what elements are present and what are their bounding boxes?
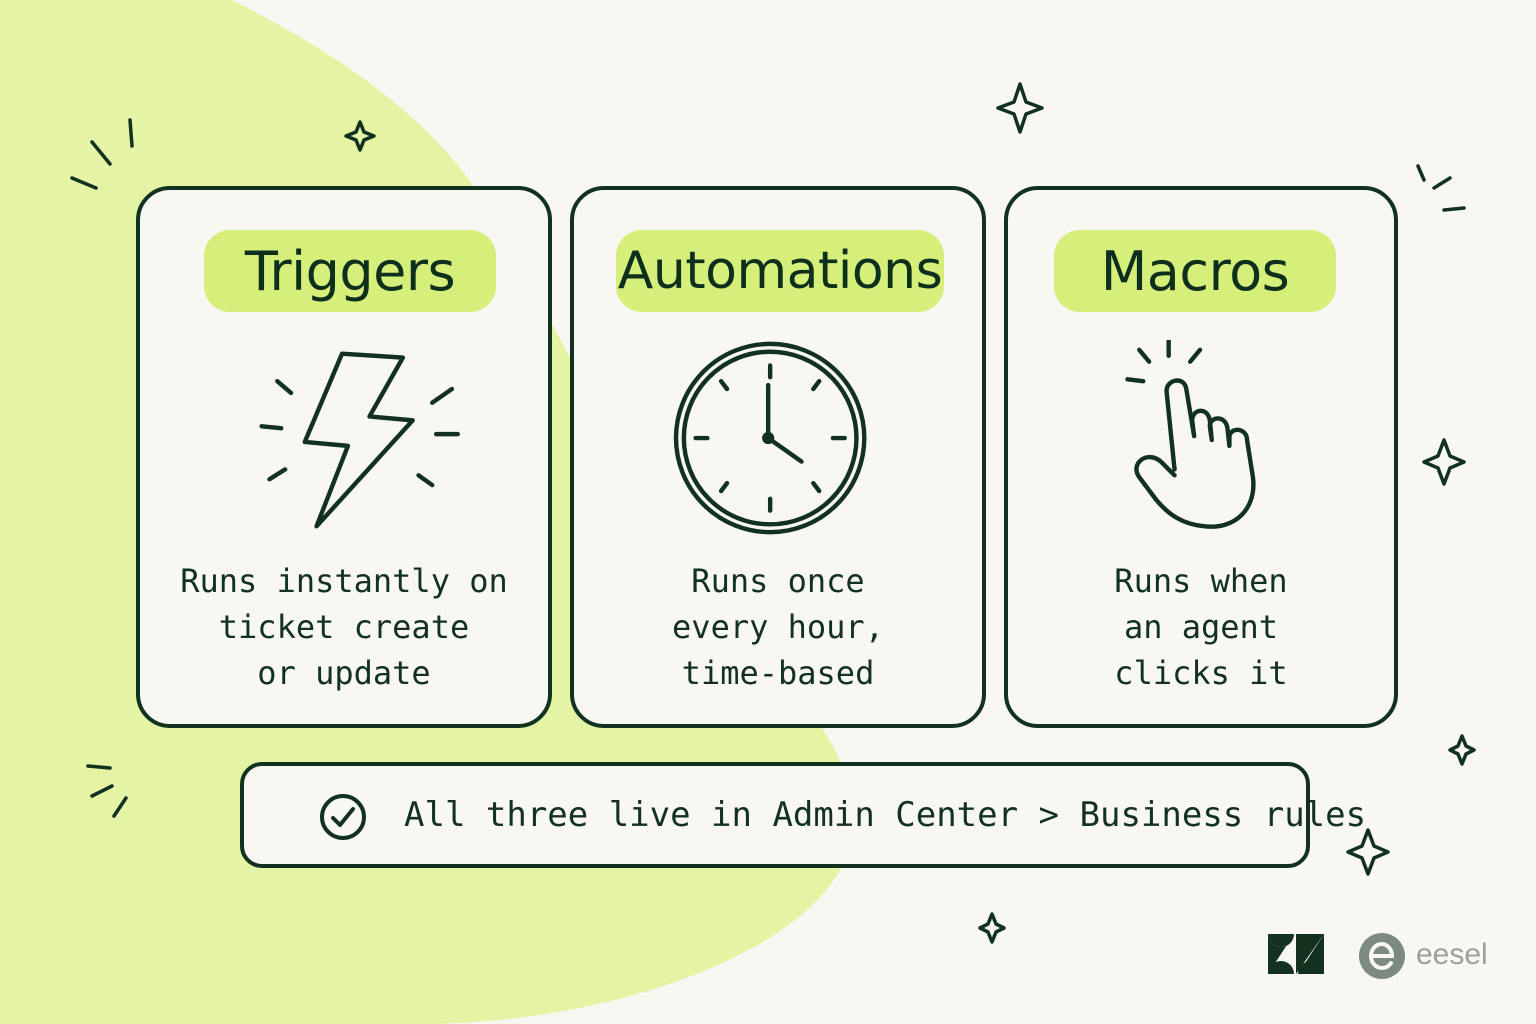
description-line: every hour, (672, 608, 884, 646)
card-macros: Macros Runs when an agent clicks it (1004, 186, 1398, 728)
card-description-triggers: Runs instantly on ticket create or updat… (140, 558, 548, 696)
description-line: Runs once (691, 562, 865, 600)
pointing-hand-icon (1125, 340, 1256, 529)
card-description-macros: Runs when an agent clicks it (1008, 558, 1394, 696)
card-title-macros: Macros (1054, 230, 1336, 312)
eesel-logo-text: eesel (1416, 938, 1488, 971)
footer-banner: All three live in Admin Center > Busines… (240, 762, 1366, 868)
description-line: or update (257, 654, 431, 692)
description-line: time-based (681, 654, 875, 692)
description-line: clicks it (1114, 654, 1288, 692)
footer-text: All three live in Admin Center > Busines… (404, 795, 1367, 835)
card-automations: Automations Runs once every hour, time-b… (570, 186, 986, 728)
zendesk-logo (1268, 934, 1324, 974)
clock-icon (673, 341, 867, 535)
card-title-triggers: Triggers (204, 230, 496, 312)
card-title-automations: Automations (616, 230, 944, 312)
card-description-automations: Runs once every hour, time-based (574, 558, 982, 696)
description-line: Runs instantly on (180, 562, 508, 600)
description-line: ticket create (218, 608, 470, 646)
lightning-bolt-icon (259, 351, 460, 529)
check-circle-icon (320, 794, 366, 840)
description-line: Runs when (1114, 562, 1288, 600)
description-line: an agent (1123, 608, 1279, 646)
card-triggers: Triggers Runs instantly on ticket create… (136, 186, 552, 728)
eesel-logo-icon (1359, 933, 1405, 979)
